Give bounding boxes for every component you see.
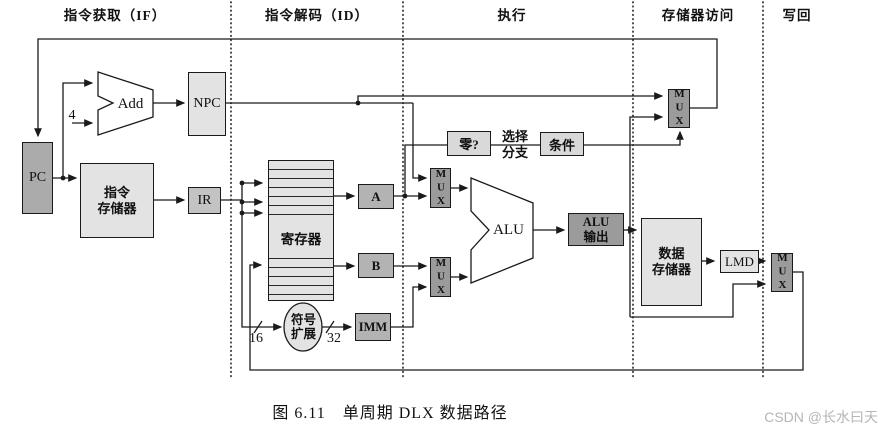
wire-aluout-to-pcmux <box>629 113 664 317</box>
alu-output-line2: 输出 <box>583 229 609 244</box>
register-file-read-ports <box>269 161 333 217</box>
wires <box>34 38 804 371</box>
mux-alu-input-b: MUX <box>430 257 451 297</box>
alu-shape <box>470 177 534 284</box>
data-memory: 数据 存储器 <box>641 218 702 306</box>
bus-width-slash-32 <box>325 320 335 334</box>
mux-label: MUX <box>435 167 447 209</box>
stage-boundaries <box>230 1 764 378</box>
junction-dot <box>402 193 408 199</box>
adder-label: Add <box>117 95 144 112</box>
mux-alu-input-a: MUX <box>430 168 451 208</box>
stage-label-ex: 执行 <box>497 8 527 23</box>
adder-shape <box>97 71 154 136</box>
figure-caption: 图 6.11 单周期 DLX 数据路径 <box>272 405 508 422</box>
mux-writeback: MUX <box>771 252 793 293</box>
condition-register: 条件 <box>540 132 584 156</box>
watermark: CSDN @长水曰天 <box>764 409 878 425</box>
junction-dot <box>627 227 633 233</box>
mux-label: MUX <box>776 252 789 293</box>
wire-a-to-zerotest <box>404 144 447 196</box>
imm-register: IMM <box>355 313 391 341</box>
junction-dot <box>239 210 245 216</box>
zero-test: 零? <box>447 131 491 156</box>
alu-output-register: ALU 输出 <box>568 213 624 246</box>
register-file-label: 寄存器 <box>269 217 333 258</box>
junction-dot <box>60 175 66 181</box>
adder-const-label: 4 <box>68 108 76 123</box>
sign-extend-line1: 符号 <box>290 313 316 327</box>
npc-register: NPC <box>188 72 226 136</box>
branch-select-line1: 选择 <box>501 129 528 144</box>
mux-label: MUX <box>673 88 686 129</box>
ir-register: IR <box>188 187 221 214</box>
bus-width-32-label: 32 <box>327 331 341 346</box>
lmd-register: LMD <box>720 250 759 273</box>
data-memory-label-line1: 数据 <box>658 246 685 261</box>
wire-wbmux-to-regfile <box>249 261 804 371</box>
register-file: 寄存器 <box>268 160 334 301</box>
junction-dots <box>60 100 633 233</box>
wire-pcmux-to-pc <box>34 38 718 138</box>
wire-imm-to-alubmux <box>390 283 428 328</box>
instruction-memory-label-line1: 指令 <box>103 184 130 200</box>
junction-dot <box>355 100 361 106</box>
register-file-write-ports <box>269 258 333 299</box>
alu-output-line1: ALU <box>582 214 610 229</box>
a-register: A <box>358 184 394 209</box>
stage-label-wb: 写回 <box>782 8 812 23</box>
branch-select-line2: 分支 <box>501 145 528 160</box>
wire-condition-to-pcmux <box>583 130 684 146</box>
junction-dot <box>239 180 245 186</box>
instruction-memory-label-line2: 存储器 <box>97 200 137 216</box>
stage-label-mem: 存储器访问 <box>661 8 735 23</box>
data-memory-label-line2: 存储器 <box>651 262 691 277</box>
pc-register: PC <box>22 142 53 214</box>
junction-dot <box>239 199 245 205</box>
sign-extend-shape <box>283 302 323 352</box>
alu-label: ALU <box>493 221 524 238</box>
sign-extend-label: 符号 扩展 <box>285 305 322 349</box>
wire-npc-to-aluamux <box>412 103 428 182</box>
wire-pc-to-adder <box>62 79 94 178</box>
stage-label-id: 指令解码（ID） <box>264 8 370 23</box>
wire-ir-bus-to-signext <box>241 183 283 331</box>
sign-extend-line2: 扩展 <box>290 327 316 341</box>
bus-width-16-label: 16 <box>249 331 263 346</box>
instruction-memory: 指令 存储器 <box>80 163 154 238</box>
wire-aluout-to-wbmux <box>630 280 767 318</box>
mux-label: MUX <box>435 256 447 298</box>
stage-label-if: 指令获取（IF） <box>63 8 167 23</box>
b-register: B <box>358 253 394 278</box>
mux-next-pc: MUX <box>668 88 690 129</box>
bus-width-slash-16 <box>253 320 263 334</box>
branch-select-label: 选择 分支 <box>494 128 536 162</box>
